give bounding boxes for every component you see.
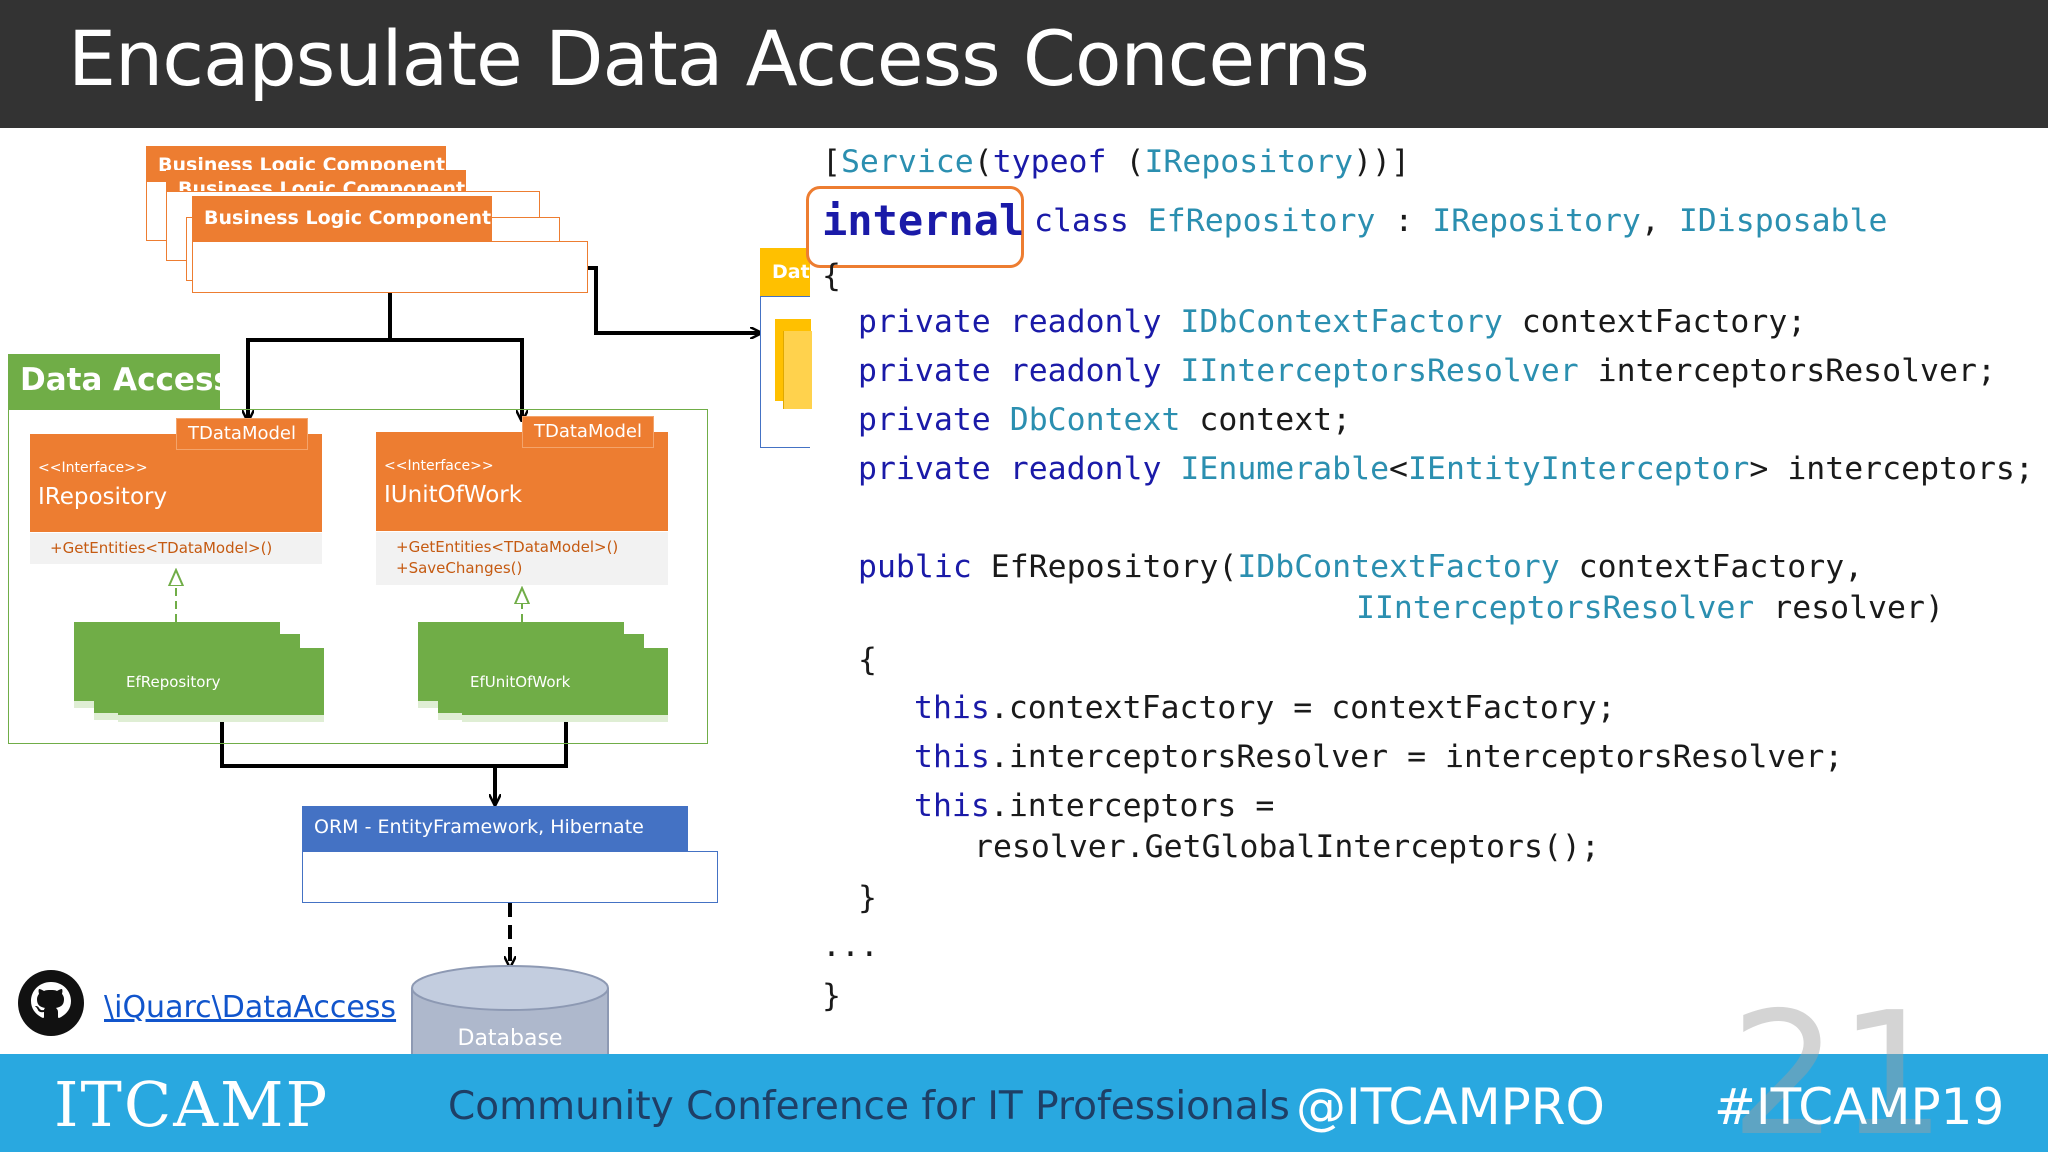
- iunitofwork-methods: +GetEntities<TDataModel>() +SaveChanges(…: [376, 531, 668, 585]
- github-icon: [18, 970, 84, 1036]
- code-assign-interceptors: this.interceptors =: [914, 788, 1275, 824]
- partial-component-body: [760, 296, 812, 448]
- code-field-factory: private readonly IDbContextFactory conte…: [858, 304, 1807, 340]
- code-open-brace: {: [822, 258, 841, 294]
- internal-highlight-box: [806, 186, 1024, 268]
- code-internal-keyword: internal: [822, 196, 1025, 245]
- orm-label: ORM - EntityFramework, Hibernate: [302, 806, 688, 852]
- code-ctor-open: {: [858, 642, 877, 678]
- iunitofwork-type-param: TDataModel: [522, 416, 654, 448]
- code-assign-resolver: this.interceptorsResolver = interceptors…: [914, 739, 1844, 775]
- code-assign-factory: this.contextFactory = contextFactory;: [914, 690, 1616, 726]
- code-attribute-line: [Service(typeof (IRepository))]: [822, 144, 1410, 180]
- irepository-stereotype: <<Interface>>: [38, 460, 148, 476]
- code-field-context: private DbContext context;: [858, 402, 1352, 438]
- data-access-label: Data Access: [8, 354, 232, 410]
- irepository-type-param: TDataModel: [176, 418, 308, 450]
- arrow-bl-to-repository: [248, 292, 392, 420]
- irepository-interface: <<Interface>> IRepository: [30, 434, 322, 532]
- slide-title: Encapsulate Data Access Concerns: [68, 14, 1370, 103]
- code-ctor-line1: public EfRepository(IDbContextFactory co…: [858, 549, 1864, 585]
- database-label: Database: [457, 1026, 563, 1051]
- code-class-declaration: class EfRepository : IRepository, IDispo…: [1034, 203, 1888, 239]
- iunitofwork-interface: <<Interface>> IUnitOfWork: [376, 432, 668, 532]
- repo-link[interactable]: \iQuarc\DataAccess: [104, 990, 397, 1025]
- code-close-brace: }: [822, 978, 841, 1014]
- code-ctor-close: }: [858, 880, 877, 916]
- code-assign-interceptors-cont: resolver.GetGlobalInterceptors();: [974, 829, 1600, 865]
- data-access-frame: [8, 409, 708, 744]
- efunitofwork-class: EfUnitOfWork: [462, 648, 668, 722]
- iunitofwork-name: IUnitOfWork: [384, 482, 523, 508]
- slide-footer: [0, 1054, 2048, 1152]
- efrepository-class: EfRepository: [118, 648, 324, 722]
- business-logic-component: Business Logic Component: [192, 196, 492, 242]
- irepository-methods: +GetEntities<TDataModel>(): [30, 532, 322, 564]
- partial-component-label: Dat: [760, 248, 810, 296]
- footer-tagline: Community Conference for IT Professional…: [448, 1084, 1290, 1129]
- slide-header: [0, 0, 2048, 128]
- impl-join-line: [220, 716, 568, 768]
- code-ellipsis: ...: [822, 928, 879, 964]
- footer-handle: @ITCAMPRO: [1296, 1078, 1605, 1136]
- footer-hashtag: #ITCAMP19: [1714, 1078, 2005, 1136]
- code-ctor-line2: IInterceptorsResolver resolver): [1356, 590, 1944, 626]
- iunitofwork-stereotype: <<Interface>>: [384, 458, 494, 474]
- orm-body: [302, 851, 718, 903]
- arrow-bl-to-data: [588, 266, 760, 333]
- code-field-resolver: private readonly IInterceptorsResolver i…: [858, 353, 1996, 389]
- arrow-bl-to-unitofwork: [390, 338, 522, 420]
- irepository-name: IRepository: [38, 484, 168, 510]
- page-number: 21: [1730, 976, 1947, 1174]
- code-field-interceptors: private readonly IEnumerable<IEntityInte…: [858, 451, 2034, 487]
- business-logic-body: [192, 241, 588, 293]
- itcamp-logo: ITCAMP: [54, 1068, 330, 1141]
